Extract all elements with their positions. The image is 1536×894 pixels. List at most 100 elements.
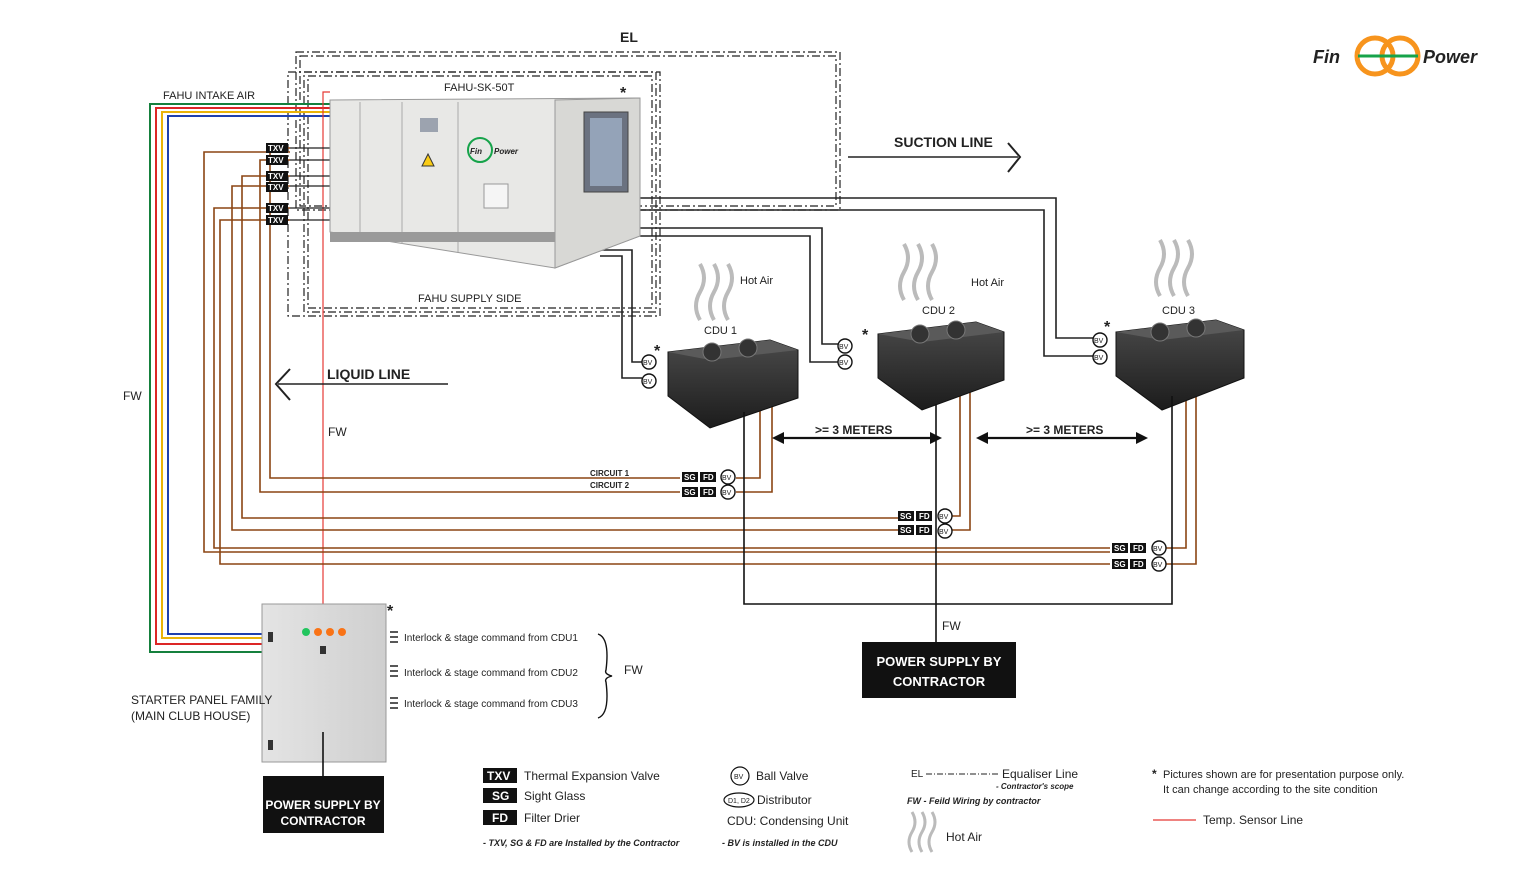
txv-tag: TXV <box>268 156 284 165</box>
svg-text:FD: FD <box>1133 544 1144 553</box>
interlock-cdu2: Interlock & stage command from CDU2 <box>404 668 578 679</box>
cdu-unit-2 <box>877 243 1005 411</box>
legend-distributor-text: Distributor <box>757 793 812 807</box>
valve-group-cdu3: SG FD BV SG FD BV <box>1112 540 1167 572</box>
svg-text:BV: BV <box>839 360 849 367</box>
svg-text:BV: BV <box>939 529 949 536</box>
svg-text:FD: FD <box>919 512 930 521</box>
svg-text:BV: BV <box>1094 355 1104 362</box>
fahu-supply-label: FAHU SUPPLY SIDE <box>418 293 522 305</box>
svg-text:BV: BV <box>722 490 732 497</box>
cdu-ball-valves: BV BV BV BV BV BV <box>641 332 1108 389</box>
cdu-unit-3 <box>1115 239 1245 411</box>
legend-sg-text: Sight Glass <box>524 789 585 803</box>
svg-text:BV: BV <box>1153 546 1163 553</box>
legend-cdu-text: CDU: Condensing Unit <box>727 814 849 828</box>
svg-text:*: * <box>1152 767 1157 781</box>
hot-air-label-1: Hot Air <box>740 275 773 287</box>
valve-group-circuit1: SG FD BV <box>682 469 736 485</box>
legend-hot-air-icon <box>907 811 917 853</box>
circuit1-label: CIRCUIT 1 <box>590 469 630 478</box>
svg-text:BV: BV <box>839 344 849 351</box>
fahu-name-label: FAHU-SK-50T <box>444 82 515 94</box>
distance-arrow-1: >= 3 METERS <box>772 423 942 444</box>
svg-text:BV: BV <box>939 514 949 521</box>
interlock-cdu3: Interlock & stage command from CDU3 <box>404 699 578 710</box>
logo-text-right: Power <box>1423 47 1478 67</box>
legend-fw-text: FW - Feild Wiring by contractor <box>907 796 1041 806</box>
txv-tag: TXV <box>268 216 284 225</box>
cdu3-label: CDU 3 <box>1162 305 1195 317</box>
logo-text-left: Fin <box>1313 47 1340 67</box>
svg-text:BV: BV <box>1153 562 1163 569</box>
starter-panel-label: STARTER PANEL FAMILY <box>131 693 272 707</box>
fahu-logo-icon <box>467 137 493 163</box>
fw-label-sensor: FW <box>328 425 347 439</box>
svg-text:FD: FD <box>703 473 714 482</box>
svg-text:Power: Power <box>494 147 519 156</box>
legend-txv-tag: TXV <box>487 769 510 783</box>
txv-tag: TXV <box>268 172 284 181</box>
fw-label-left: FW <box>123 389 142 403</box>
cdu-power-wiring <box>743 396 1173 642</box>
starter-panel <box>261 603 387 763</box>
fahu-unit: Fin Power <box>329 97 641 269</box>
legend-sg-tag: SG <box>492 789 509 803</box>
svg-text:SG: SG <box>900 512 912 521</box>
suction-line-label: SUCTION LINE <box>894 134 993 150</box>
legend-fd-text: Filter Drier <box>524 811 580 825</box>
legend-bv-note: - BV is installed in the CDU <box>722 838 838 848</box>
liquid-line-arrow: LIQUID LINE <box>274 366 448 401</box>
fw-label-cdu: FW <box>942 619 961 633</box>
cdu1-label: CDU 1 <box>704 325 737 337</box>
txv-tag: TXV <box>268 183 284 192</box>
legend-temp-sensor-text: Temp. Sensor Line <box>1203 813 1303 827</box>
asterisk-fahu: * <box>620 85 627 102</box>
svg-text:FD: FD <box>1133 560 1144 569</box>
interlock-brace <box>597 633 613 719</box>
circuit2-label: CIRCUIT 2 <box>590 481 630 490</box>
equaliser-line <box>287 51 841 317</box>
svg-text:*: * <box>654 343 661 360</box>
svg-text:FD: FD <box>919 526 930 535</box>
hot-air-icon <box>898 243 910 301</box>
interlock-terminals <box>390 631 398 709</box>
svg-text:*: * <box>862 327 869 344</box>
cdu-unit-1 <box>667 263 799 429</box>
legend-el-text: Equaliser Line <box>1002 767 1078 781</box>
hot-air-icon <box>694 263 706 321</box>
svg-text:SG: SG <box>900 526 912 535</box>
legend-bv-icon: BV <box>734 774 744 781</box>
svg-text:SG: SG <box>684 488 696 497</box>
starter-panel-sublabel: (MAIN CLUB HOUSE) <box>131 709 250 723</box>
legend-bv-text: Ball Valve <box>756 769 809 783</box>
svg-text:SG: SG <box>684 473 696 482</box>
svg-text:SG: SG <box>1114 560 1126 569</box>
svg-text:*: * <box>1104 319 1111 336</box>
temp-sensor-line <box>322 91 330 604</box>
cdu2-label: CDU 2 <box>922 305 955 317</box>
legend-el-scope: - Contractor's scope <box>996 782 1074 791</box>
distance-label-1: >= 3 METERS <box>815 423 892 437</box>
svg-text:FD: FD <box>703 488 714 497</box>
legend-txv-text: Thermal Expansion Valve <box>524 769 660 783</box>
liquid-line-label: LIQUID LINE <box>327 366 410 382</box>
power-supply-box-cdu: POWER SUPPLY BY CONTRACTOR <box>862 642 1016 698</box>
liquid-risers <box>736 380 1197 565</box>
el-label: EL <box>620 29 638 45</box>
distance-arrow-2: >= 3 METERS <box>976 423 1148 444</box>
svg-text:POWER SUPPLY BY: POWER SUPPLY BY <box>877 654 1002 669</box>
svg-text:BV: BV <box>1094 338 1104 345</box>
field-wiring-bundle <box>149 103 330 653</box>
txv-tags: TXV TXV TXV TXV TXV TXV <box>266 143 288 225</box>
svg-text:Fin: Fin <box>470 147 482 156</box>
legend-pictures-note-1: Pictures shown are for presentation purp… <box>1163 769 1404 781</box>
fahu-intake-label: FAHU INTAKE AIR <box>163 90 255 102</box>
suction-line-arrow: SUCTION LINE <box>848 134 1022 173</box>
legend: TXV Thermal Expansion Valve SG Sight Gla… <box>483 766 1404 853</box>
legend-fd-tag: FD <box>492 811 508 825</box>
svg-text:BV: BV <box>643 360 653 367</box>
hot-air-icon <box>1154 239 1166 297</box>
txv-tag: TXV <box>268 144 284 153</box>
